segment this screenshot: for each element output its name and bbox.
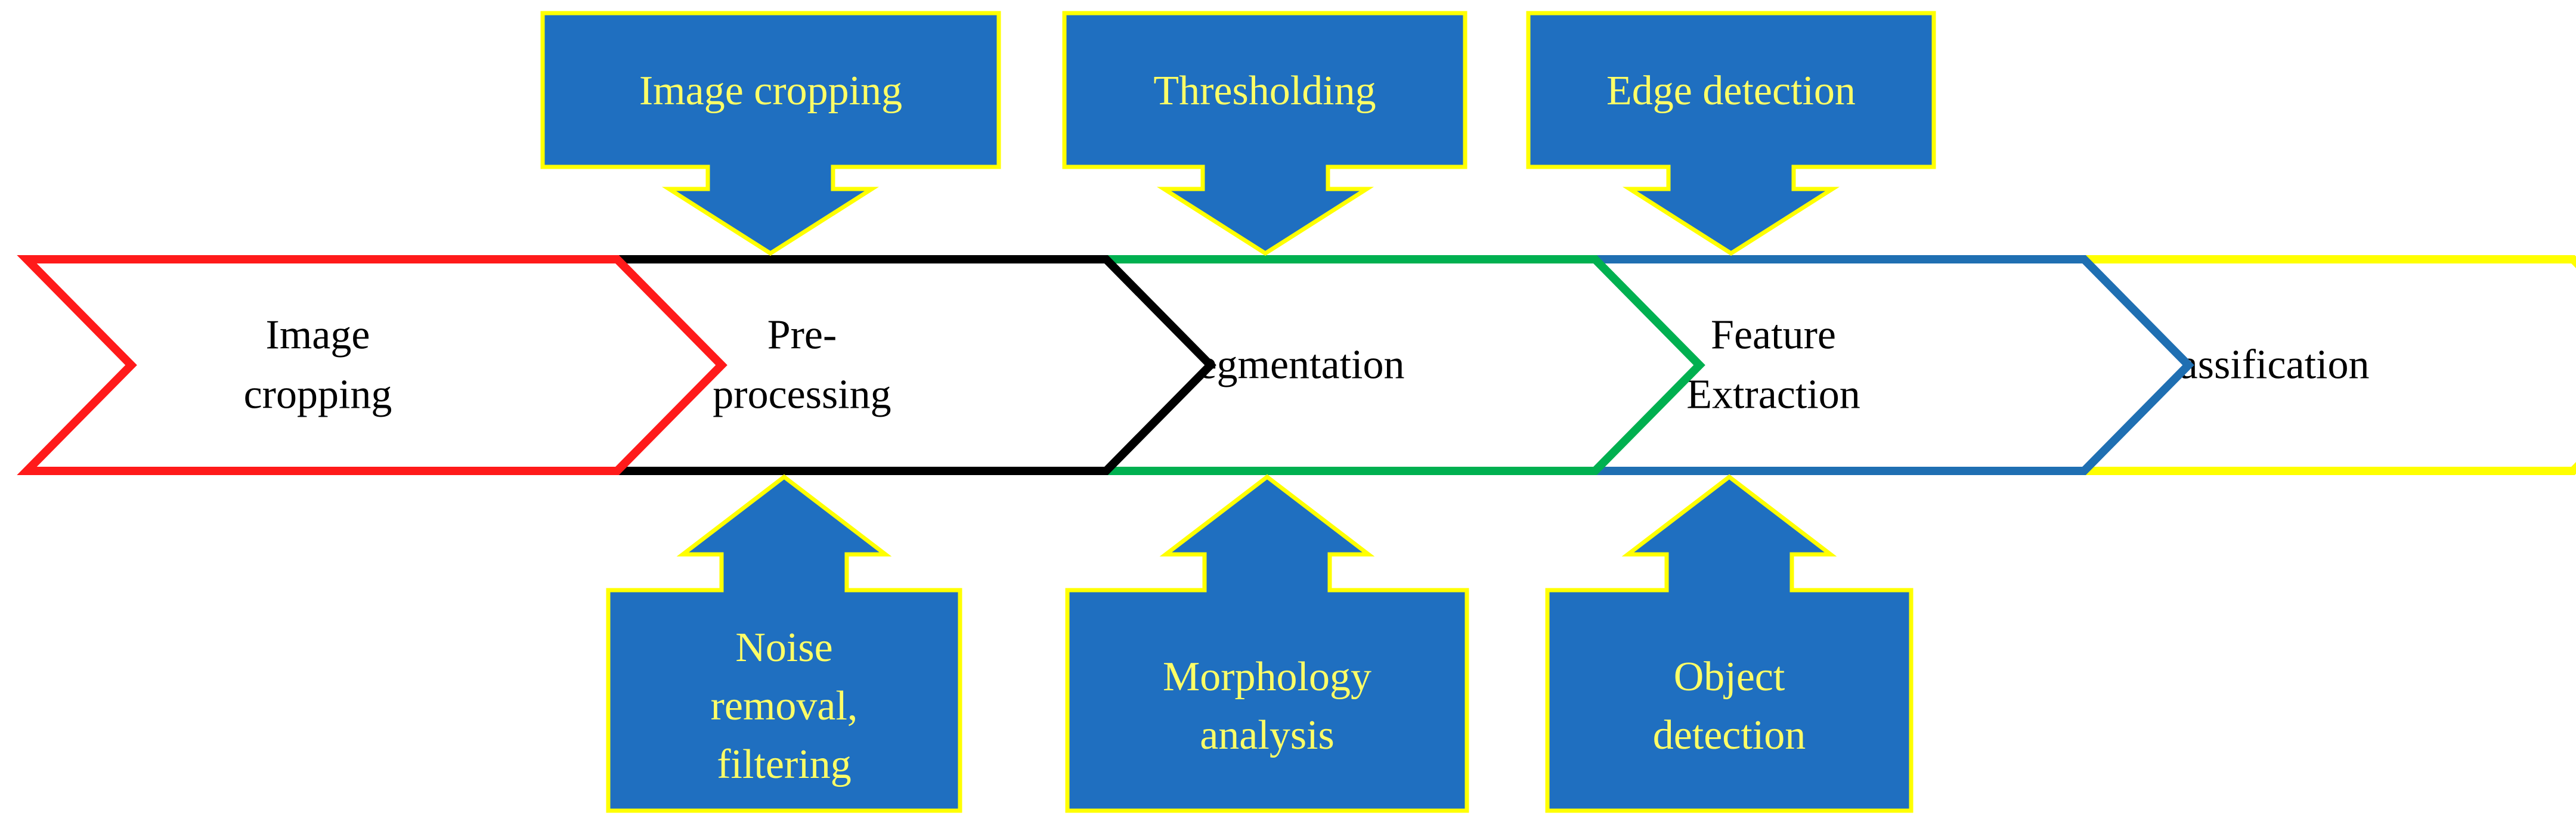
callout-noise-removal-label-line: filtering — [717, 742, 851, 787]
callout-thresholding: Thresholding — [1062, 11, 1467, 256]
stage-image-cropping: Image cropping — [17, 255, 727, 475]
callout-morphology-analysis-label-line: Morphology — [1163, 654, 1371, 700]
callout-object-detection: Object detection — [1545, 474, 1914, 813]
callout-edge-detection-shape — [1526, 11, 1936, 256]
callout-noise-removal-label-line: removal, — [711, 683, 858, 729]
callout-morphology-analysis-label-line: analysis — [1200, 712, 1335, 758]
callout-edge-detection-label-line: Edge detection — [1606, 68, 1856, 114]
stages: ClassificationFeatureExtractionSegmentat… — [17, 255, 2576, 475]
callout-noise-removal: Noise removal, filtering — [606, 474, 962, 813]
callout-thresholding-shape — [1062, 11, 1467, 256]
callouts: Image cropping Thresholding Edge detection… — [540, 11, 1936, 813]
callout-object-detection-label-line: Object — [1674, 654, 1785, 700]
callout-morphology-analysis-shape — [1065, 474, 1469, 813]
callout-object-detection-label-line: detection — [1653, 712, 1806, 758]
callout-thresholding-label-line: Thresholding — [1153, 68, 1376, 114]
stage-feature-extraction-label-line: Extraction — [1686, 372, 1860, 418]
callout-object-detection-shape — [1545, 474, 1914, 813]
callout-image-cropping-shape — [540, 11, 1001, 256]
callout-noise-removal-label-line: Noise — [735, 625, 832, 671]
callout-image-cropping-label-line: Image cropping — [639, 68, 902, 114]
callout-noise-removal-shape — [606, 474, 962, 813]
callout-morphology-analysis: Morphology analysis — [1065, 474, 1469, 813]
stage-pre-processing-label-line: Pre- — [767, 312, 837, 358]
stage-feature-extraction-label-line: Feature — [1711, 312, 1836, 358]
callout-image-cropping: Image cropping — [540, 11, 1001, 256]
callout-edge-detection: Edge detection — [1526, 11, 1936, 256]
stage-pre-processing: Pre-processing — [506, 255, 1216, 475]
stage-pre-processing-label-line: processing — [713, 372, 891, 418]
stage-image-cropping-label-line: Image — [266, 312, 370, 358]
stage-image-cropping-shape — [17, 255, 727, 475]
stage-image-cropping-label-line: cropping — [244, 372, 392, 418]
